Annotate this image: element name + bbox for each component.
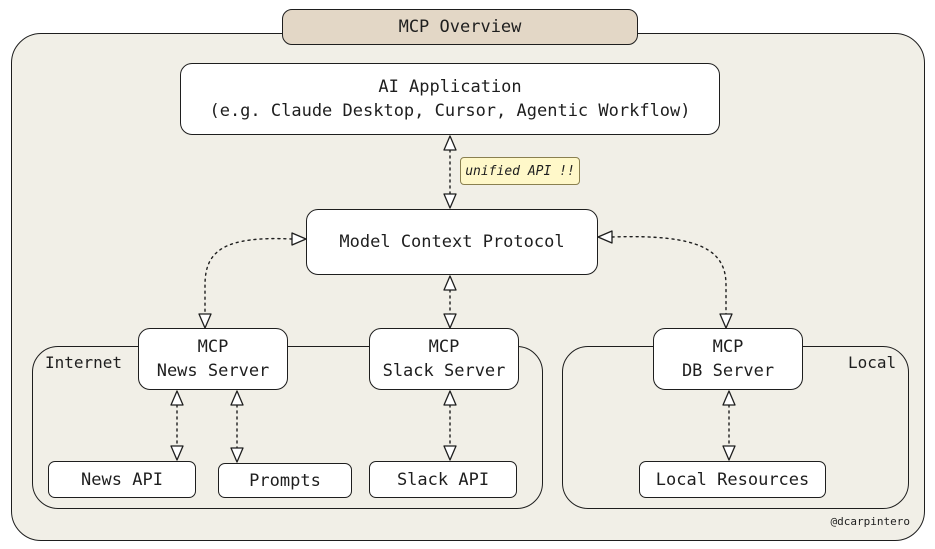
ai-application-box: AI Application (e.g. Claude Desktop, Cur… (180, 63, 720, 135)
slack-server-line1: MCP (428, 337, 460, 357)
unified-api-note-text: unified API !! (465, 163, 575, 179)
author-credit: @dcarpintero (830, 515, 910, 528)
diagram-title-text: MCP Overview (398, 17, 522, 37)
model-context-protocol-box: Model Context Protocol (306, 209, 598, 275)
prompts-box: Prompts (218, 463, 352, 498)
local-resources-label: Local Resources (655, 469, 810, 490)
news-server-line1: MCP (197, 337, 229, 357)
ai-application-title: AI Application (378, 77, 522, 97)
db-server-line1: MCP (712, 337, 744, 357)
db-server-box: MCP DB Server (653, 328, 803, 390)
model-context-protocol-label: Model Context Protocol (339, 232, 565, 252)
diagram-title: MCP Overview (282, 9, 638, 45)
internet-group-label: Internet (43, 353, 125, 372)
local-group-label: Local (846, 353, 899, 372)
news-server-box: MCP News Server (138, 328, 288, 390)
slack-server-line2: Slack Server (382, 361, 506, 381)
slack-api-box: Slack API (369, 461, 517, 498)
ai-application-examples: (e.g. Claude Desktop, Cursor, Agentic Wo… (209, 101, 691, 121)
news-api-label: News API (81, 469, 163, 490)
slack-api-label: Slack API (396, 469, 490, 490)
unified-api-note: unified API !! (460, 157, 580, 185)
local-resources-box: Local Resources (639, 461, 826, 498)
news-api-box: News API (48, 461, 196, 498)
prompts-label: Prompts (249, 470, 321, 491)
db-server-line2: DB Server (681, 361, 775, 381)
slack-server-box: MCP Slack Server (369, 328, 519, 390)
news-server-line2: News Server (156, 361, 270, 381)
